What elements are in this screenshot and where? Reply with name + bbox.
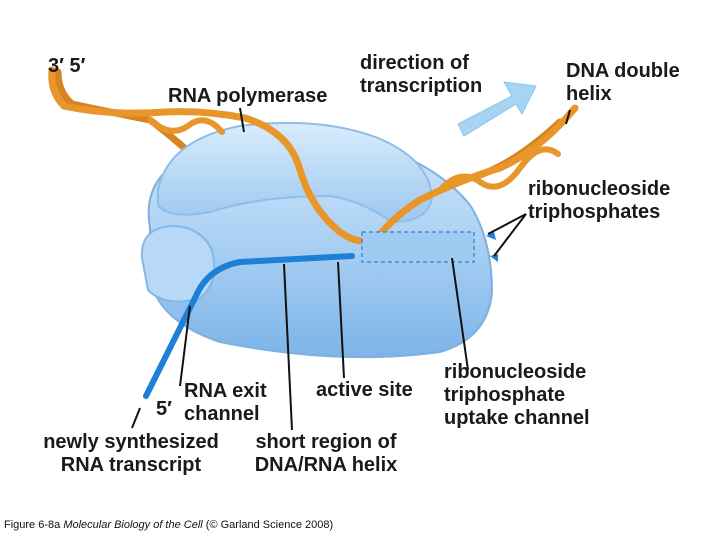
active-site-label: active site	[316, 379, 413, 401]
rnt-label-line2: triphosphates	[528, 201, 661, 223]
leader-hybrid	[283, 263, 293, 431]
transcript-label-line2: RNA transcript	[60, 454, 202, 476]
caption-book-title: Molecular Biology of the Cell	[63, 519, 203, 531]
uptake-label-line1: ribonucleoside	[444, 361, 587, 383]
leader-active-site	[337, 261, 345, 379]
uptake-channel-label: ribonucleoside triphosphate uptake chann…	[444, 361, 590, 430]
direction-arrow	[457, 81, 537, 137]
hybrid-label-line2: DNA/RNA helix	[254, 454, 398, 476]
dna-helix-upstream	[147, 117, 225, 135]
direction-label-line2: transcription	[360, 75, 483, 97]
uptake-label-line2: triphosphate	[444, 384, 566, 406]
rna-exit-label-line1: RNA exit	[184, 380, 267, 402]
caption-prefix: Figure 6-8a	[4, 519, 61, 531]
ribonucleoside-triphosphates-label: ribonucleoside triphosphates	[528, 178, 670, 224]
five-prime-label: 5′	[156, 398, 172, 420]
rnt-label-line1: ribonucleoside	[528, 178, 671, 200]
leader-uptake	[451, 257, 469, 371]
dna-helix-downstream	[437, 146, 561, 193]
rna-exit-channel-label: RNA exit channel	[184, 380, 267, 426]
figure-caption: Figure 6-8a Molecular Biology of the Cel…	[4, 519, 333, 531]
leader-dna-helix	[565, 109, 571, 125]
dna-helix-label: DNA double helix	[566, 60, 680, 106]
rna-exit-label-line2: channel	[184, 403, 260, 425]
leader-transcript	[131, 407, 141, 429]
nucleotide-1	[486, 232, 496, 240]
leader-rna-polymerase	[239, 107, 245, 133]
nucleotide-2	[490, 254, 498, 262]
rna-polymerase-label: RNA polymerase	[168, 85, 328, 107]
rna-exit-lobe	[140, 224, 216, 303]
hybrid-label-line1: short region of	[255, 431, 397, 453]
dna-rna-helix-label: short region of DNA/RNA helix	[240, 431, 412, 477]
rna-transcript	[143, 253, 355, 399]
direction-label: direction of transcription	[360, 52, 482, 98]
rna-transcript-label: newly synthesized RNA transcript	[36, 431, 226, 477]
uptake-label-line3: uptake channel	[444, 407, 590, 429]
leader-rnt-1	[487, 213, 527, 235]
direction-label-line1: direction of	[360, 52, 469, 74]
strand-ends-label: 3′ 5′	[48, 55, 86, 77]
transcript-label-line1: newly synthesized	[43, 431, 219, 453]
dna-helix-label-line1: DNA double	[566, 60, 680, 82]
uptake-channel-box	[361, 231, 475, 263]
leader-rna-exit	[179, 305, 191, 387]
dna-helix-label-line2: helix	[566, 83, 612, 105]
caption-credit: (© Garland Science 2008)	[205, 519, 334, 531]
leader-rnt-2	[493, 213, 527, 257]
